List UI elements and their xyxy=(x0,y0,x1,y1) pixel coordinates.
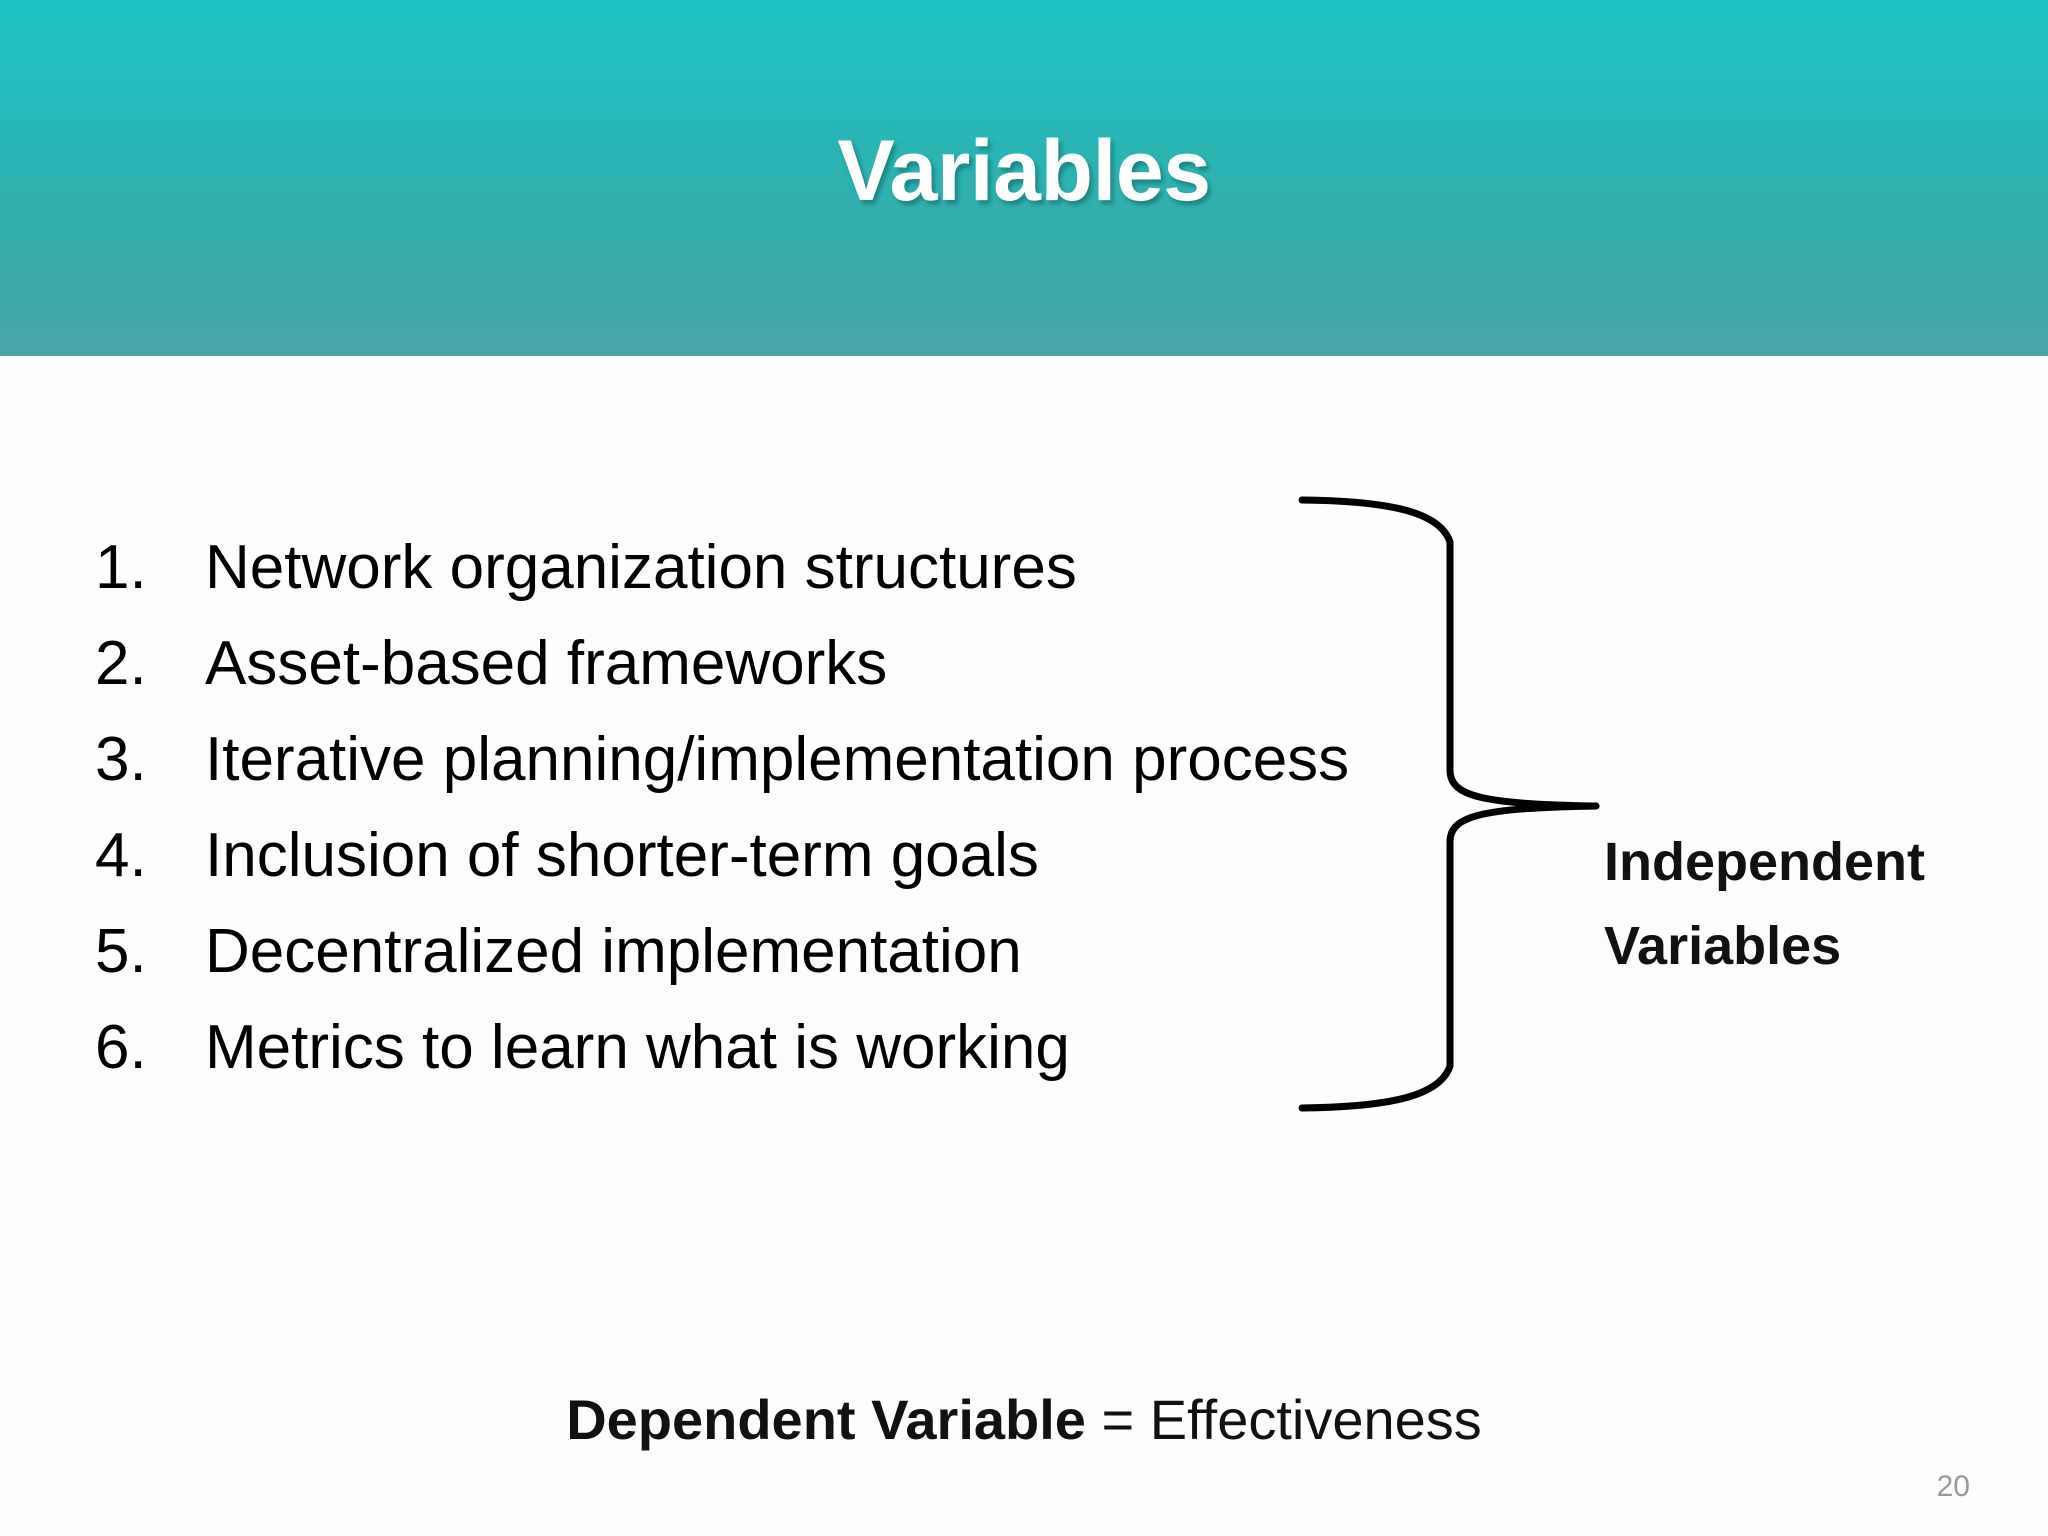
slide-header-band xyxy=(0,0,2048,356)
list-item: 6. Metrics to learn what is working xyxy=(95,1000,1345,1096)
list-item-label: Network organization structures xyxy=(205,533,1077,602)
list-item: 5. Decentralized implementation xyxy=(95,904,1345,1000)
page-title: Variables xyxy=(837,123,1211,219)
variables-list: 1. Network organization structures 2. As… xyxy=(95,520,1349,1096)
page-number: 20 xyxy=(1936,1470,1970,1503)
caption-bold-text: Dependent Variable xyxy=(566,1388,1086,1451)
list-item-number: 1. xyxy=(95,533,147,602)
list-item-number: 3. xyxy=(95,725,147,794)
list-item-number: 4. xyxy=(95,821,147,890)
list-item-number: 6. xyxy=(95,1013,147,1082)
list-item: 2. Asset-based frameworks xyxy=(95,616,1345,712)
brace-label-line-2: Variables xyxy=(1604,916,1842,976)
list-item-label: Iterative planning/implementation proces… xyxy=(205,725,1350,794)
list-item-number: 5. xyxy=(95,917,147,986)
list-item: 4. Inclusion of shorter-term goals xyxy=(95,808,1345,904)
list-item: 3. Iterative planning/implementation pro… xyxy=(95,712,1349,808)
caption-normal-text: = Effectiveness xyxy=(1085,1388,1482,1451)
list-item: 1. Network organization structures xyxy=(95,520,1345,616)
list-item-label: Metrics to learn what is working xyxy=(205,1013,1070,1082)
brace-label: Independent Variables xyxy=(1604,820,2024,988)
list-item-number: 2. xyxy=(95,629,147,698)
dependent-variable-caption: Dependent Variable = Effectiveness xyxy=(0,1385,2048,1455)
brace-label-line-1: Independent xyxy=(1604,832,1925,892)
list-item-label: Asset-based frameworks xyxy=(205,629,888,698)
list-item-label: Decentralized implementation xyxy=(205,917,1022,986)
list-item-label: Inclusion of shorter-term goals xyxy=(205,821,1039,890)
